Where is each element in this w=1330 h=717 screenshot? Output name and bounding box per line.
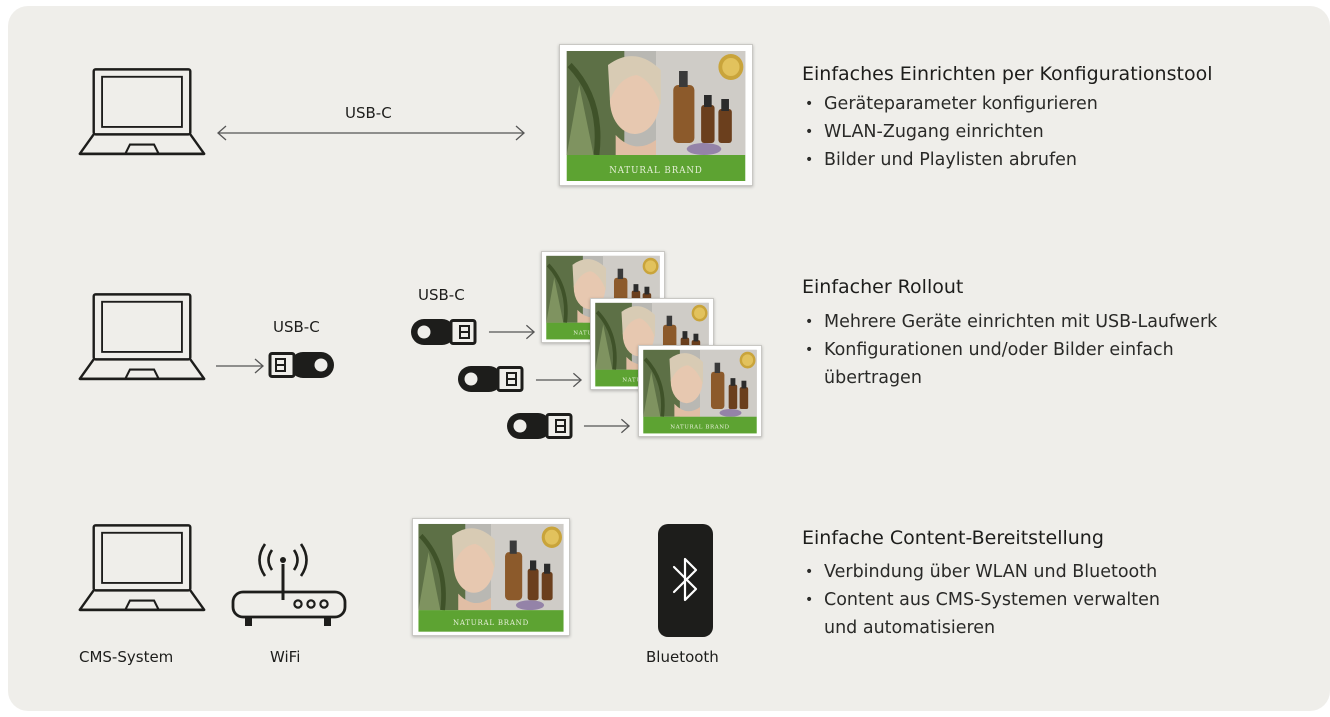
- laptop-icon: [77, 290, 207, 386]
- display-device: [559, 44, 753, 186]
- bullet-item: Verbindung über WLAN und Bluetooth: [802, 558, 1222, 586]
- arrow-right-icon: [215, 358, 265, 374]
- bullet-item: Content aus CMS-Systemen verwalten und a…: [802, 586, 1184, 642]
- usb-stick-icon: [507, 412, 575, 440]
- display-device: [638, 345, 762, 437]
- bullet-item: Mehrere Geräte einrichten mit USB-Laufwe…: [802, 308, 1262, 336]
- usb-stick-icon: [458, 365, 526, 393]
- bullet-item: Konfigurationen und/oder Bilder einfach …: [802, 336, 1224, 392]
- section-title-setup: Einfaches Einrichten per Konfigurationst…: [802, 63, 1213, 85]
- usb-c-label: USB-C: [418, 286, 465, 304]
- bullet-list-rollout: Mehrere Geräte einrichten mit USB-Laufwe…: [802, 308, 1262, 392]
- bullet-item: Bilder und Playlisten abrufen: [802, 146, 1322, 174]
- usb-stick-icon: [266, 351, 334, 379]
- section-title-rollout: Einfacher Rollout: [802, 276, 964, 298]
- laptop-icon: [77, 521, 207, 617]
- cms-system-label: CMS-System: [79, 648, 174, 666]
- arrow-right-icon: [583, 418, 631, 434]
- smartphone-bluetooth-icon: [657, 523, 714, 638]
- bluetooth-label: Bluetooth: [646, 648, 719, 666]
- wifi-router-icon: [225, 542, 351, 630]
- section-title-content: Einfache Content-Bereitstellung: [802, 527, 1104, 549]
- double-arrow-icon: [216, 125, 526, 141]
- display-device: [412, 518, 570, 636]
- usb-stick-icon: [411, 318, 479, 346]
- bullet-item: Geräteparameter konfigurieren: [802, 90, 1322, 118]
- arrow-right-icon: [488, 324, 536, 340]
- bullet-list-content: Verbindung über WLAN und Bluetooth Conte…: [802, 558, 1222, 642]
- arrow-right-icon: [535, 372, 583, 388]
- usb-c-label: USB-C: [345, 104, 392, 122]
- bullet-item: WLAN-Zugang einrichten: [802, 118, 1322, 146]
- wifi-label: WiFi: [270, 648, 301, 666]
- usb-c-label: USB-C: [273, 318, 320, 336]
- bullet-list-setup: Geräteparameter konfigurieren WLAN-Zugan…: [802, 90, 1322, 174]
- laptop-icon: [77, 65, 207, 161]
